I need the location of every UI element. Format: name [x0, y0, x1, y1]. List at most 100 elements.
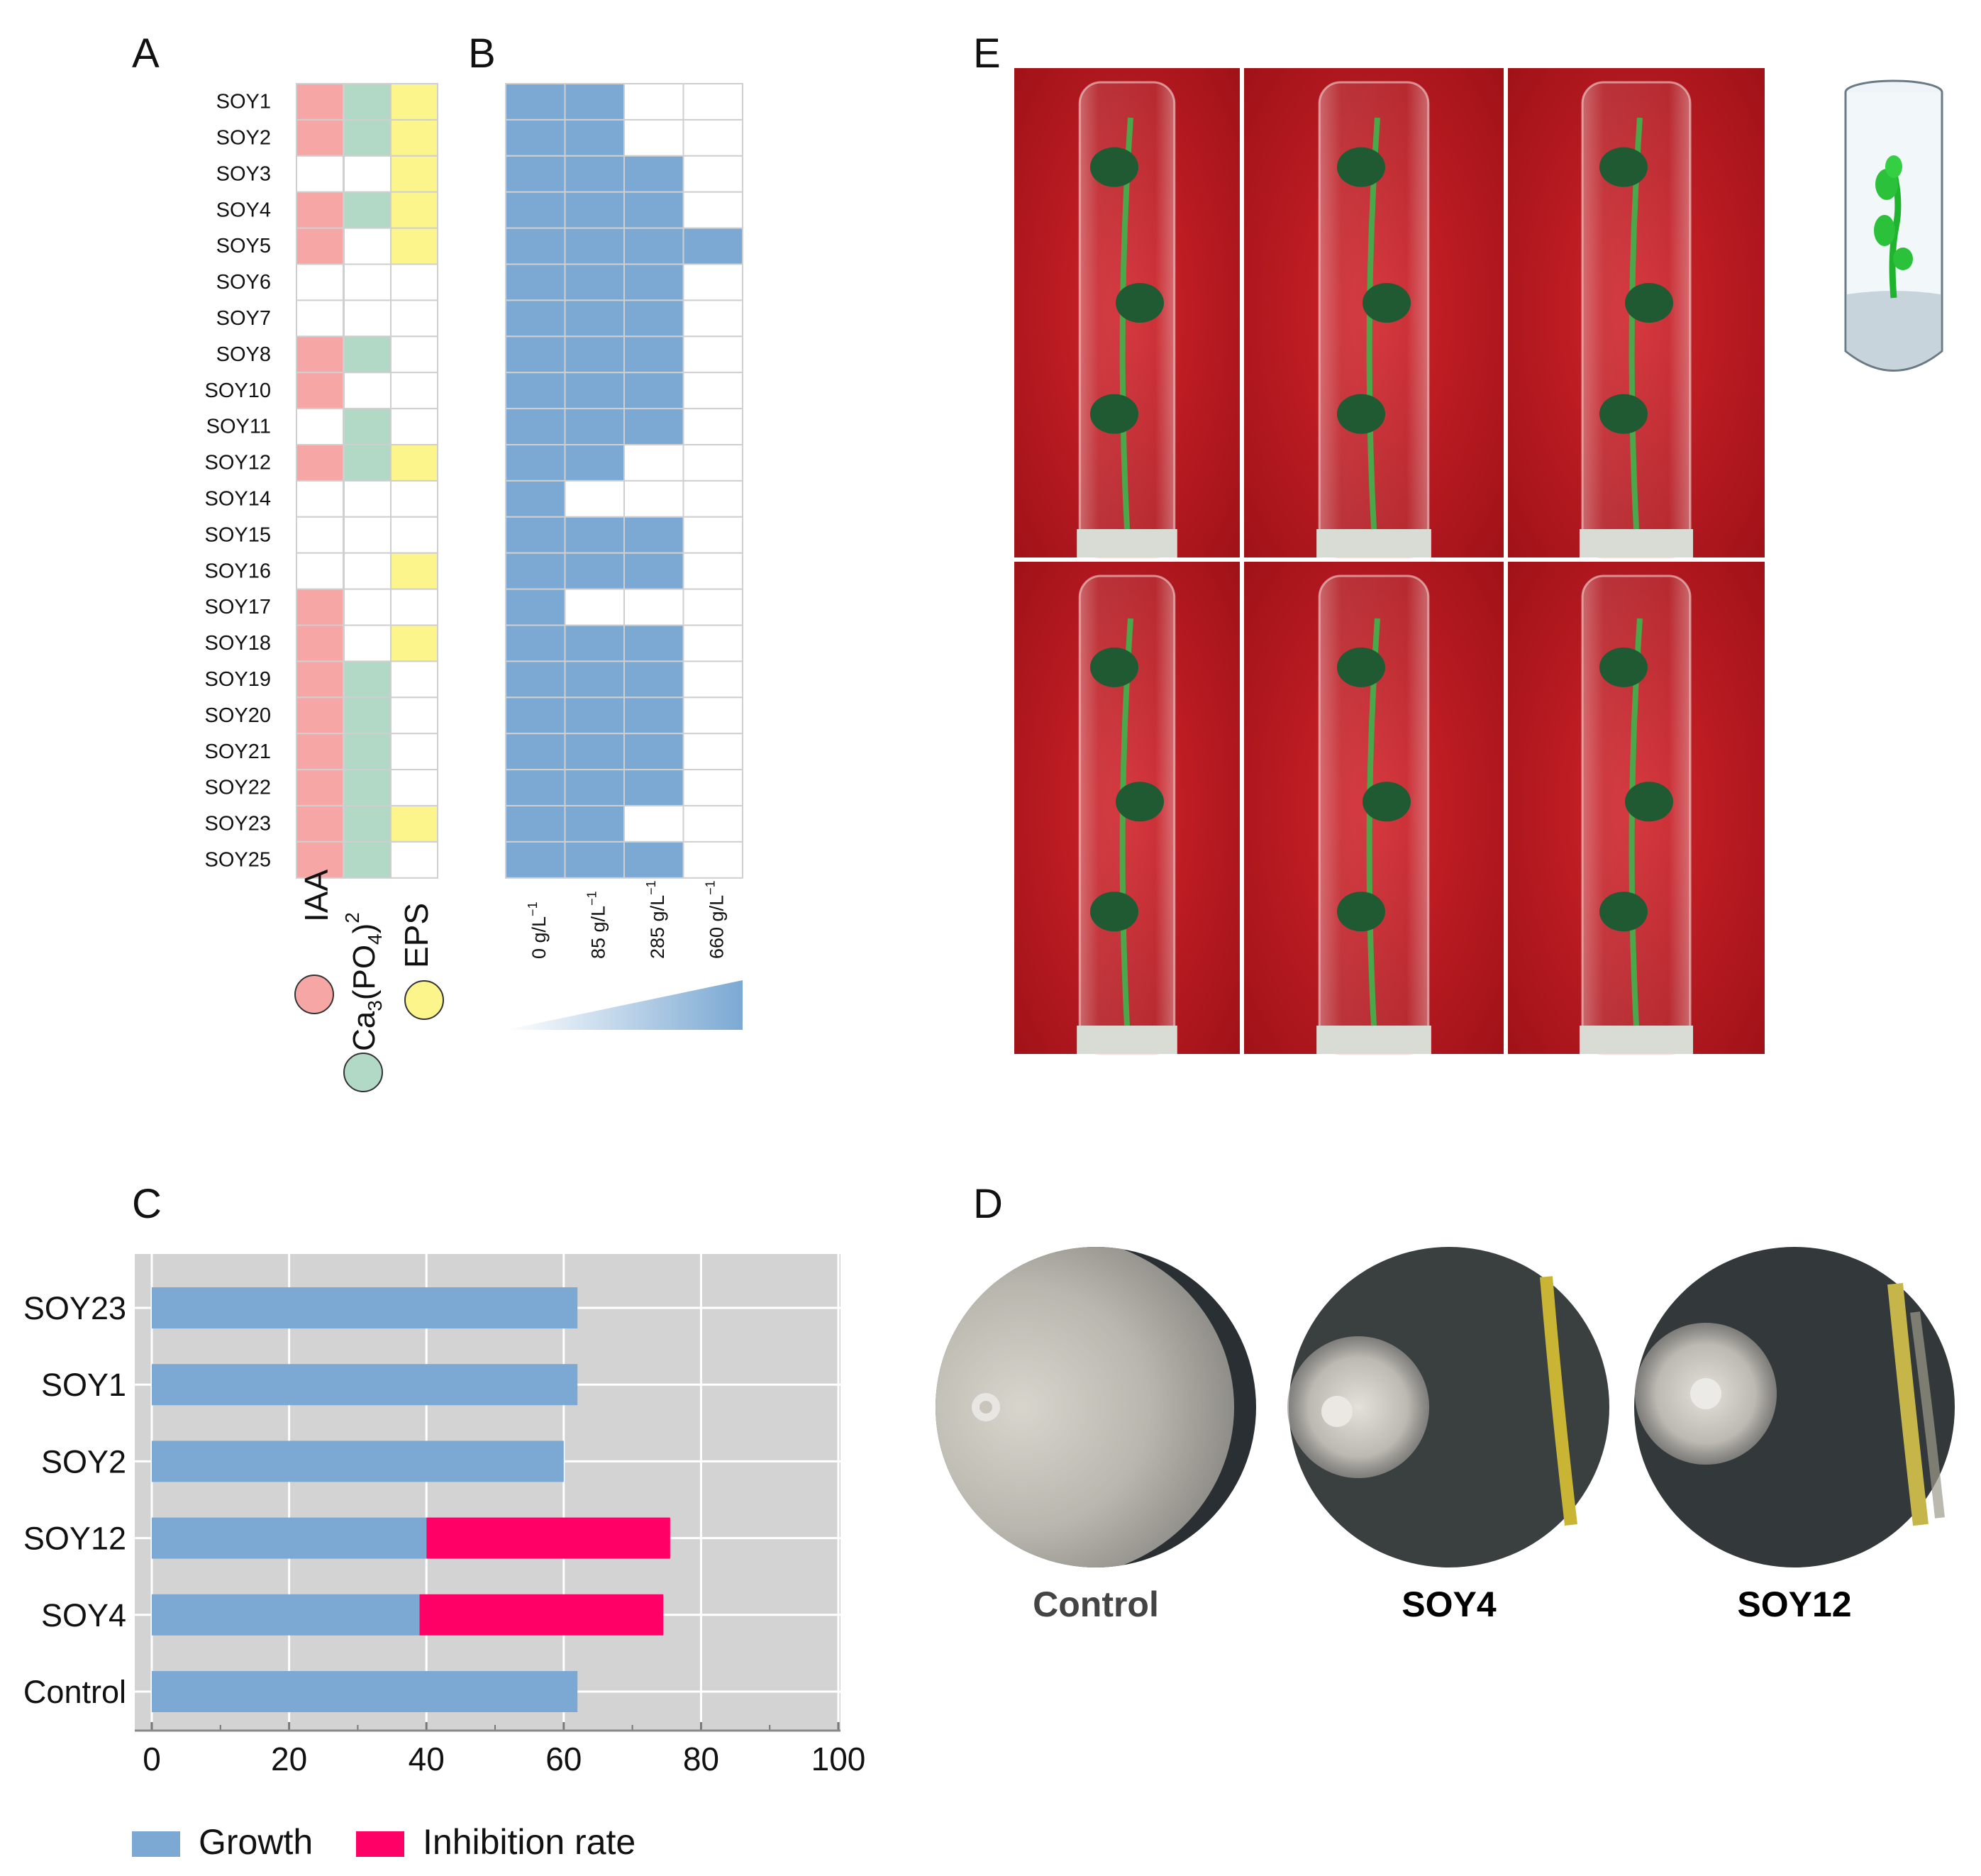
panel-c-letter: C — [132, 1181, 162, 1227]
tolerance-cell — [623, 263, 684, 301]
legend-swatch — [132, 1831, 180, 1857]
tolerance-cell — [505, 263, 566, 301]
ca-cell — [343, 552, 392, 590]
iaa-cell — [296, 769, 344, 806]
tolerance-cell — [623, 408, 684, 445]
tolerance-cell — [682, 263, 743, 301]
tolerance-cell — [505, 299, 566, 338]
x-tick-label: 80 — [683, 1741, 719, 1777]
iaa-cell — [296, 624, 344, 662]
ca-cell — [343, 299, 392, 338]
tolerance-cell — [564, 191, 625, 229]
category-label: SOY4 — [41, 1597, 126, 1633]
strain-label: SOY3 — [216, 162, 271, 185]
tolerance-cell — [564, 372, 625, 410]
tolerance-cell — [505, 444, 566, 482]
panel-e-letter: E — [973, 30, 1001, 77]
eps-cell — [390, 624, 438, 662]
ca-cell — [343, 263, 392, 301]
x-tick-label: 40 — [409, 1741, 445, 1777]
eps-cell — [390, 805, 438, 843]
ca-cell — [343, 805, 392, 843]
ca-legend-label: Ca3(PO4)2 — [341, 912, 386, 1051]
eps-cell — [390, 372, 438, 410]
svg-text:IAA: IAA — [298, 870, 335, 922]
tolerance-cell — [564, 805, 625, 843]
ca-cell — [343, 840, 392, 879]
ca-cell — [343, 83, 392, 121]
seedling-photo — [1244, 562, 1504, 1055]
strain-label: SOY10 — [205, 379, 272, 402]
tolerance-cell — [682, 335, 743, 374]
strain-label: SOY20 — [205, 704, 272, 727]
tolerance-cell — [623, 444, 684, 482]
tolerance-cell — [505, 660, 566, 699]
eps-cell — [390, 299, 438, 338]
strain-label: SOY21 — [205, 740, 272, 763]
strain-label: SOY25 — [205, 849, 272, 872]
svg-text:285 g/L−1: 285 g/L−1 — [644, 880, 668, 959]
panel-b-letter: B — [468, 30, 496, 77]
iaa-cell — [296, 227, 344, 265]
iaa-cell — [296, 588, 344, 626]
eps-cell — [390, 516, 438, 554]
iaa-cell — [296, 263, 344, 301]
seedling-photo — [1244, 68, 1504, 559]
tolerance-cell — [682, 624, 743, 662]
ca-cell — [343, 733, 392, 771]
tolerance-cell — [623, 769, 684, 806]
panel-d-plates — [936, 1247, 1955, 1567]
salt-column-label: 85 g/L−1 — [584, 891, 609, 959]
tolerance-cell — [682, 552, 743, 590]
svg-text:Ca3(PO4)2: Ca3(PO4)2 — [341, 912, 386, 1051]
seedling-photo — [1014, 68, 1240, 559]
tolerance-cell — [623, 840, 684, 879]
legend-swatch — [356, 1831, 404, 1857]
soy12-plate — [1634, 1247, 1955, 1567]
eps-legend-dot — [404, 980, 444, 1020]
category-label: SOY2 — [41, 1443, 126, 1480]
tolerance-cell — [682, 479, 743, 518]
strain-label: SOY5 — [216, 235, 271, 257]
tolerance-cell — [564, 769, 625, 806]
category-label: SOY12 — [23, 1521, 126, 1557]
tolerance-cell — [505, 83, 566, 121]
inhibition-bar — [419, 1594, 664, 1636]
panel-a-letter: A — [132, 30, 160, 77]
eps-cell — [390, 660, 438, 699]
seedling-photo — [1508, 562, 1765, 1055]
ca-legend-dot — [343, 1053, 383, 1092]
eps-cell — [390, 840, 438, 879]
tolerance-cell — [505, 479, 566, 518]
strain-label: SOY2 — [216, 127, 271, 150]
iaa-cell — [296, 660, 344, 699]
tolerance-cell — [682, 696, 743, 735]
tolerance-cell — [505, 733, 566, 771]
tolerance-cell — [682, 372, 743, 410]
plot-area — [135, 1254, 840, 1731]
tolerance-cell — [564, 227, 625, 265]
panel-b-tolerance-grid: 0 g/L−1 85 g/L−1 285 g/L−1 660 g/L−1 — [505, 83, 743, 1030]
growth-bar — [152, 1594, 420, 1636]
tolerance-cell — [682, 733, 743, 771]
tolerance-cell — [623, 372, 684, 410]
eps-cell — [390, 118, 438, 157]
tolerance-cell — [623, 479, 684, 518]
tolerance-cell — [682, 444, 743, 482]
strain-label: SOY12 — [205, 452, 272, 474]
tolerance-cell — [623, 588, 684, 626]
growth-bar — [152, 1671, 578, 1712]
salt-column-label: 0 g/L−1 — [526, 901, 550, 959]
iaa-cell — [296, 155, 344, 193]
strain-label: SOY1 — [216, 91, 271, 113]
strain-label: SOY15 — [205, 523, 272, 546]
tolerance-cell — [682, 408, 743, 445]
strain-label: SOY22 — [205, 777, 272, 799]
svg-text:660 g/L−1: 660 g/L−1 — [703, 880, 727, 959]
tolerance-cell — [505, 372, 566, 410]
svg-text:0 g/L−1: 0 g/L−1 — [526, 901, 550, 959]
eps-cell — [390, 191, 438, 229]
legend-label: Inhibition rate — [423, 1822, 636, 1862]
ca-cell — [343, 516, 392, 554]
soy4-plate — [1287, 1247, 1609, 1567]
